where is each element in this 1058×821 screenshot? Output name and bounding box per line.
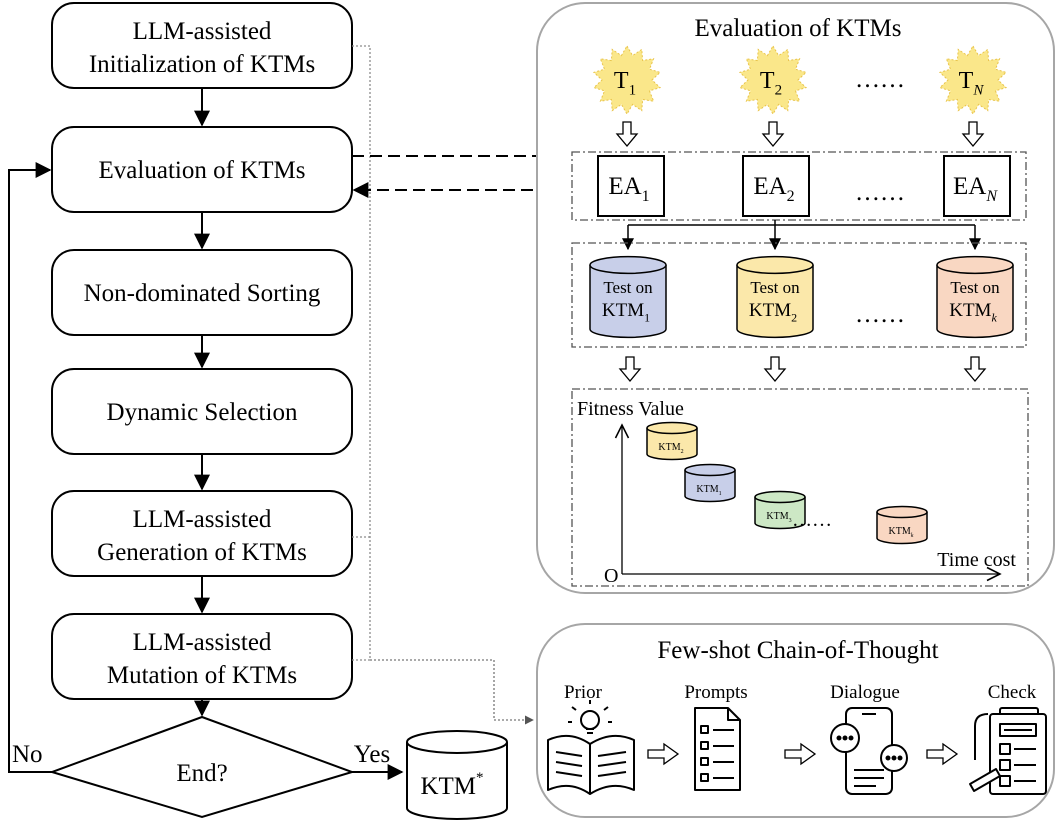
cot-step-check: Check <box>988 682 1037 703</box>
hollow-arrow-test-3 <box>963 356 987 383</box>
fitness-plot-origin: O <box>604 565 618 587</box>
evaluation-step: Evaluation of KTMs <box>51 126 353 213</box>
task-label-1: T1 <box>614 68 636 99</box>
test-label-line2-3: KTMk <box>949 300 997 324</box>
task-label-2: T2 <box>760 68 782 99</box>
init-step-line1: LLM-assisted <box>133 18 272 45</box>
mutation-step-line2: Mutation of KTMs <box>107 662 297 689</box>
test-cylinder-1: Test on KTM1 <box>589 255 667 339</box>
hollow-arrow-cot-2 <box>784 742 817 766</box>
algorithm-boxes: EA1 EA2 EAN <box>597 155 1011 217</box>
no-label: No <box>12 741 43 768</box>
task-sun-2: T2 <box>738 45 808 115</box>
test-cylinders: Test on KTM1 Test on KTM2 Test on KTMk <box>589 255 1014 339</box>
phone-chat-icon <box>830 707 908 795</box>
hollow-arrow-test-1 <box>618 356 642 383</box>
sorting-step-label: Non-dominated Sorting <box>84 280 321 307</box>
test-label-line2-2: KTM2 <box>749 300 797 324</box>
plot-ktm-label-4: KTMk <box>889 526 914 539</box>
ea-box-2: EA2 <box>742 155 810 217</box>
selection-step-label: Dynamic Selection <box>107 399 298 426</box>
flowchart: LLM-assisted Initialization of KTMs Eval… <box>8 2 572 820</box>
hollow-arrow-task-2 <box>761 121 785 148</box>
plot-ktm-label-1: KTM2 <box>658 442 683 455</box>
evaluation-step-label: Evaluation of KTMs <box>99 157 306 184</box>
task-suns: T1 T2 TN <box>592 45 1008 115</box>
ktm-star-cylinder: KTM* <box>406 730 508 820</box>
test-ellipsis: …… <box>855 301 905 328</box>
book-bulb-icon <box>547 700 635 795</box>
generation-step: LLM-assisted Generation of KTMs <box>51 490 353 577</box>
fitness-plot-box <box>571 388 1029 587</box>
test-label-line1-3: Test on <box>950 278 1000 297</box>
yes-label: Yes <box>354 741 390 768</box>
generation-step-line1: LLM-assisted <box>133 506 272 533</box>
plot-ellipsis: …… <box>792 509 832 531</box>
mutation-step-line1: LLM-assisted <box>133 629 272 656</box>
test-label-line1-2: Test on <box>750 278 800 297</box>
sorting-step: Non-dominated Sorting <box>51 249 353 336</box>
document-list-icon <box>694 707 741 791</box>
evaluation-panel-title: Evaluation of KTMs <box>695 15 902 42</box>
task-sun-3: TN <box>938 45 1008 115</box>
ea-box-1: EA1 <box>597 155 665 217</box>
plot-ktm-label-2: KTM1 <box>696 484 721 497</box>
ea-ellipsis: …… <box>855 179 905 206</box>
plot-ktm-3: KTM3 <box>754 490 806 530</box>
init-step: LLM-assisted Initialization of KTMs <box>51 2 353 89</box>
hollow-arrow-cot-1 <box>647 742 680 766</box>
plot-ktm-4: KTMk <box>876 505 928 545</box>
evaluation-panel: Evaluation of KTMs T1 T2 TN …… EA1 EA2 EAN …… <box>536 2 1055 594</box>
ea-box-3: EAN <box>943 155 1011 217</box>
end-decision-label: End? <box>176 760 227 787</box>
task-ellipsis: …… <box>855 66 905 93</box>
test-label-line1-1: Test on <box>603 278 653 297</box>
llm-to-cot-arrow <box>370 659 534 725</box>
checklist-pen-icon <box>969 707 1047 795</box>
test-label-line2-1: KTM1 <box>602 300 650 324</box>
cot-panel: Few-shot Chain-of-Thought Prior Prompts … <box>536 623 1055 818</box>
test-cylinder-3: Test on KTMk <box>936 255 1014 339</box>
task-sun-1: T1 <box>592 45 662 115</box>
eval-out-dashed <box>352 155 557 180</box>
cot-step-prompts: Prompts <box>684 682 747 703</box>
ea-label-3: EAN <box>953 173 998 205</box>
selection-step: Dynamic Selection <box>51 368 353 455</box>
plot-ktm-2: KTM1 <box>684 463 736 503</box>
cot-step-prior: Prior <box>564 682 603 703</box>
hollow-arrow-test-2 <box>763 356 787 383</box>
loop-back-arrow <box>8 162 52 773</box>
hollow-arrow-cot-3 <box>926 742 959 766</box>
plot-ktm-1: KTM2 <box>646 421 698 461</box>
task-label-3: TN <box>959 68 985 99</box>
generation-step-line2: Generation of KTMs <box>97 539 307 566</box>
llm-bracket <box>352 45 371 661</box>
ea-group-box <box>571 151 1027 221</box>
cot-panel-title: Few-shot Chain-of-Thought <box>657 637 938 664</box>
mutation-step: LLM-assisted Mutation of KTMs <box>51 613 353 700</box>
cot-step-dialogue: Dialogue <box>830 682 900 703</box>
plot-ktm-label-3: KTM3 <box>766 511 791 524</box>
test-cylinder-2: Test on KTM2 <box>736 255 814 339</box>
fitness-plot-xlabel: Time cost <box>937 549 1016 571</box>
end-decision: End? <box>48 715 356 819</box>
hollow-arrow-task-1 <box>615 121 639 148</box>
ea-label-2: EA2 <box>753 173 794 205</box>
fitness-plot-ylabel: Fitness Value <box>577 398 684 420</box>
test-group-box <box>571 242 1027 348</box>
init-step-line2: Initialization of KTMs <box>89 51 315 78</box>
ktm-star-label: KTM* <box>420 770 483 800</box>
hollow-arrow-task-3 <box>961 121 985 148</box>
ea-label-1: EA1 <box>608 173 649 205</box>
